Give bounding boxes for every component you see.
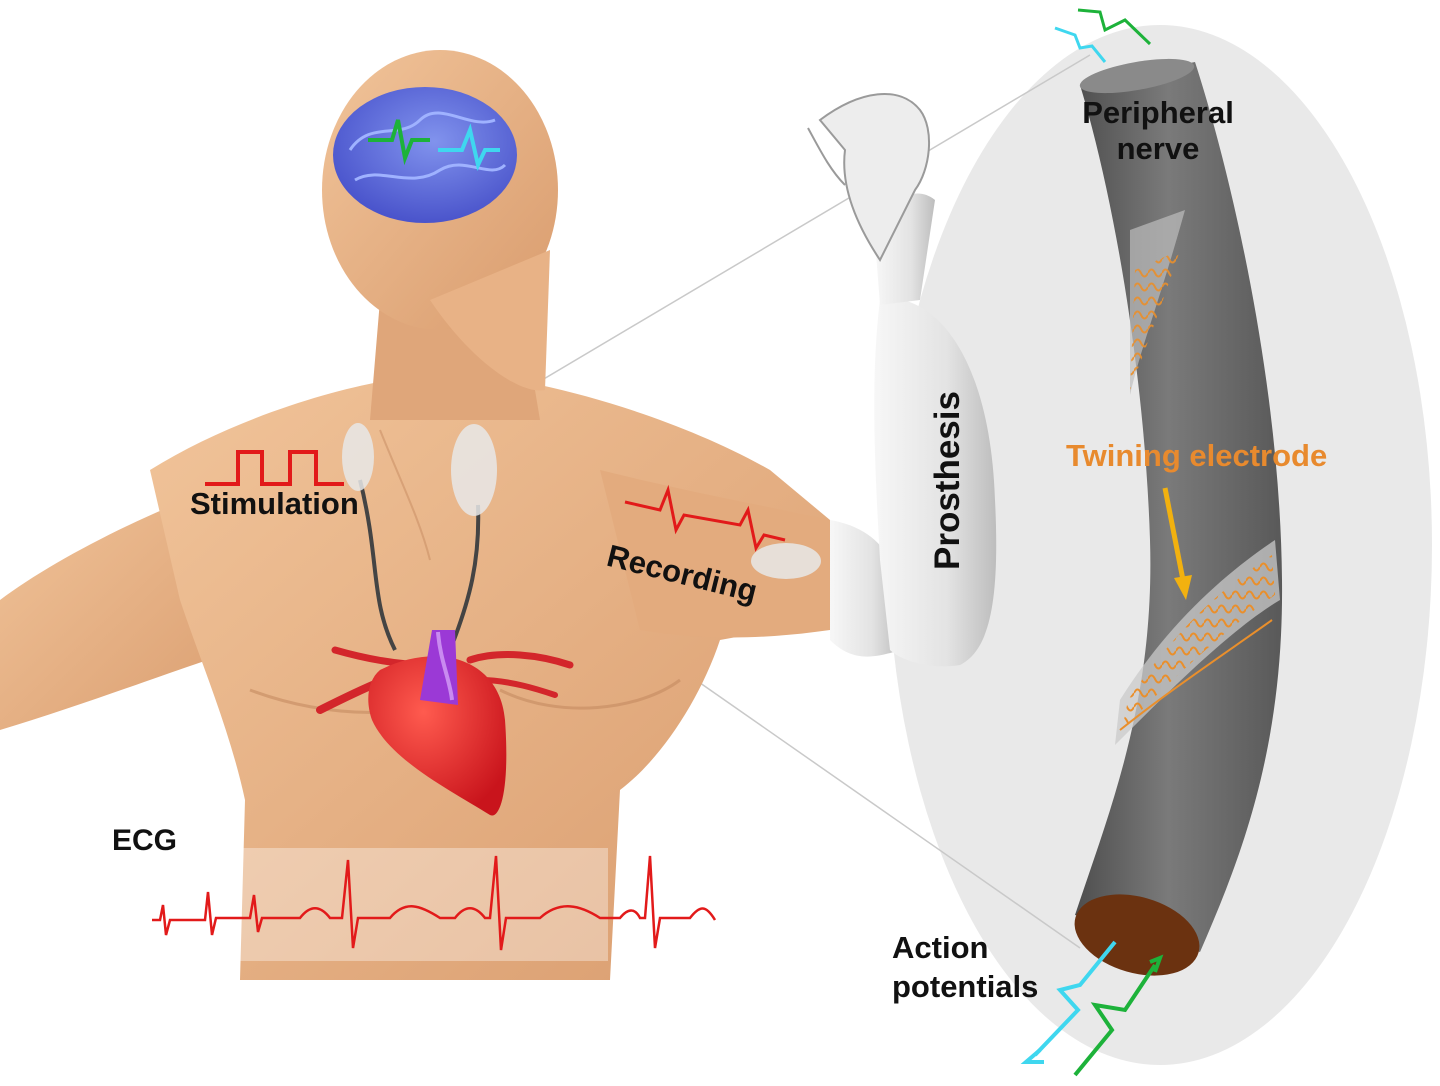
stimulation-waveform (205, 450, 344, 486)
heart-icon (316, 630, 574, 816)
label-stimulation: Stimulation (190, 486, 359, 521)
ecg-waveform (152, 855, 717, 951)
ecg-strip (240, 848, 608, 961)
peripheral-nerve-icon (1074, 58, 1283, 976)
label-peripheral-nerve: Peripheral nerve (1078, 95, 1238, 167)
label-twining-electrode: Twining electrode (1066, 438, 1328, 473)
label-peripheral-nerve-line2: nerve (1116, 131, 1200, 166)
top-signals (1054, 8, 1152, 63)
electrode-pad-icon (342, 423, 374, 491)
recording-waveform (624, 484, 786, 552)
label-prosthesis: Prosthesis (928, 391, 967, 570)
brain-icon (333, 87, 517, 223)
label-ecg: ECG (112, 824, 178, 857)
label-action-potentials: Action potentials (892, 928, 1062, 1006)
electrode-pad-icon (451, 424, 497, 516)
action-potential-signals (1020, 940, 1164, 1077)
label-peripheral-nerve-line1: Peripheral (1082, 95, 1234, 130)
label-action-potentials-line1: Action (892, 930, 989, 965)
electrode-pad-icon (751, 543, 821, 579)
label-action-potentials-line2: potentials (892, 969, 1039, 1004)
pointer-arrow (1162, 487, 1192, 600)
prosthetic-arm-icon (807, 93, 997, 667)
